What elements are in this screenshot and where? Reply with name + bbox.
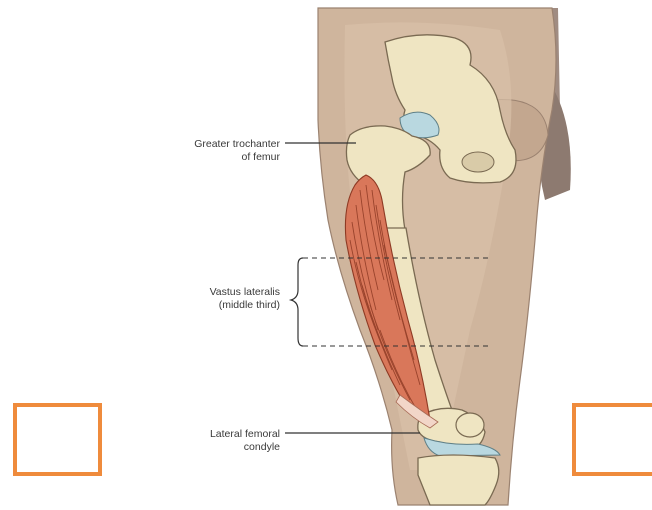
greater-trochanter-label-line1: Greater trochanter: [194, 138, 280, 151]
vastus-lateralis-label: Vastus lateralis (middle third): [210, 286, 280, 312]
lateral-femoral-condyle-label-line2: condyle: [210, 441, 280, 454]
lateral-femoral-condyle-label: Lateral femoral condyle: [210, 428, 280, 454]
vastus-lateralis-label-line1: Vastus lateralis: [210, 286, 280, 299]
greater-trochanter-label-line2: of femur: [194, 151, 280, 164]
middle-third-bracket: [291, 258, 303, 346]
lateral-femoral-condyle-label-line1: Lateral femoral: [210, 428, 280, 441]
patella: [456, 413, 484, 437]
vastus-lateralis-label-line2: (middle third): [210, 299, 280, 312]
tibia-proximal: [418, 455, 499, 505]
obturator-foramen: [462, 152, 494, 172]
right-orange-frame: [572, 403, 652, 476]
greater-trochanter-label: Greater trochanter of femur: [194, 138, 280, 164]
left-orange-frame: [13, 403, 102, 476]
